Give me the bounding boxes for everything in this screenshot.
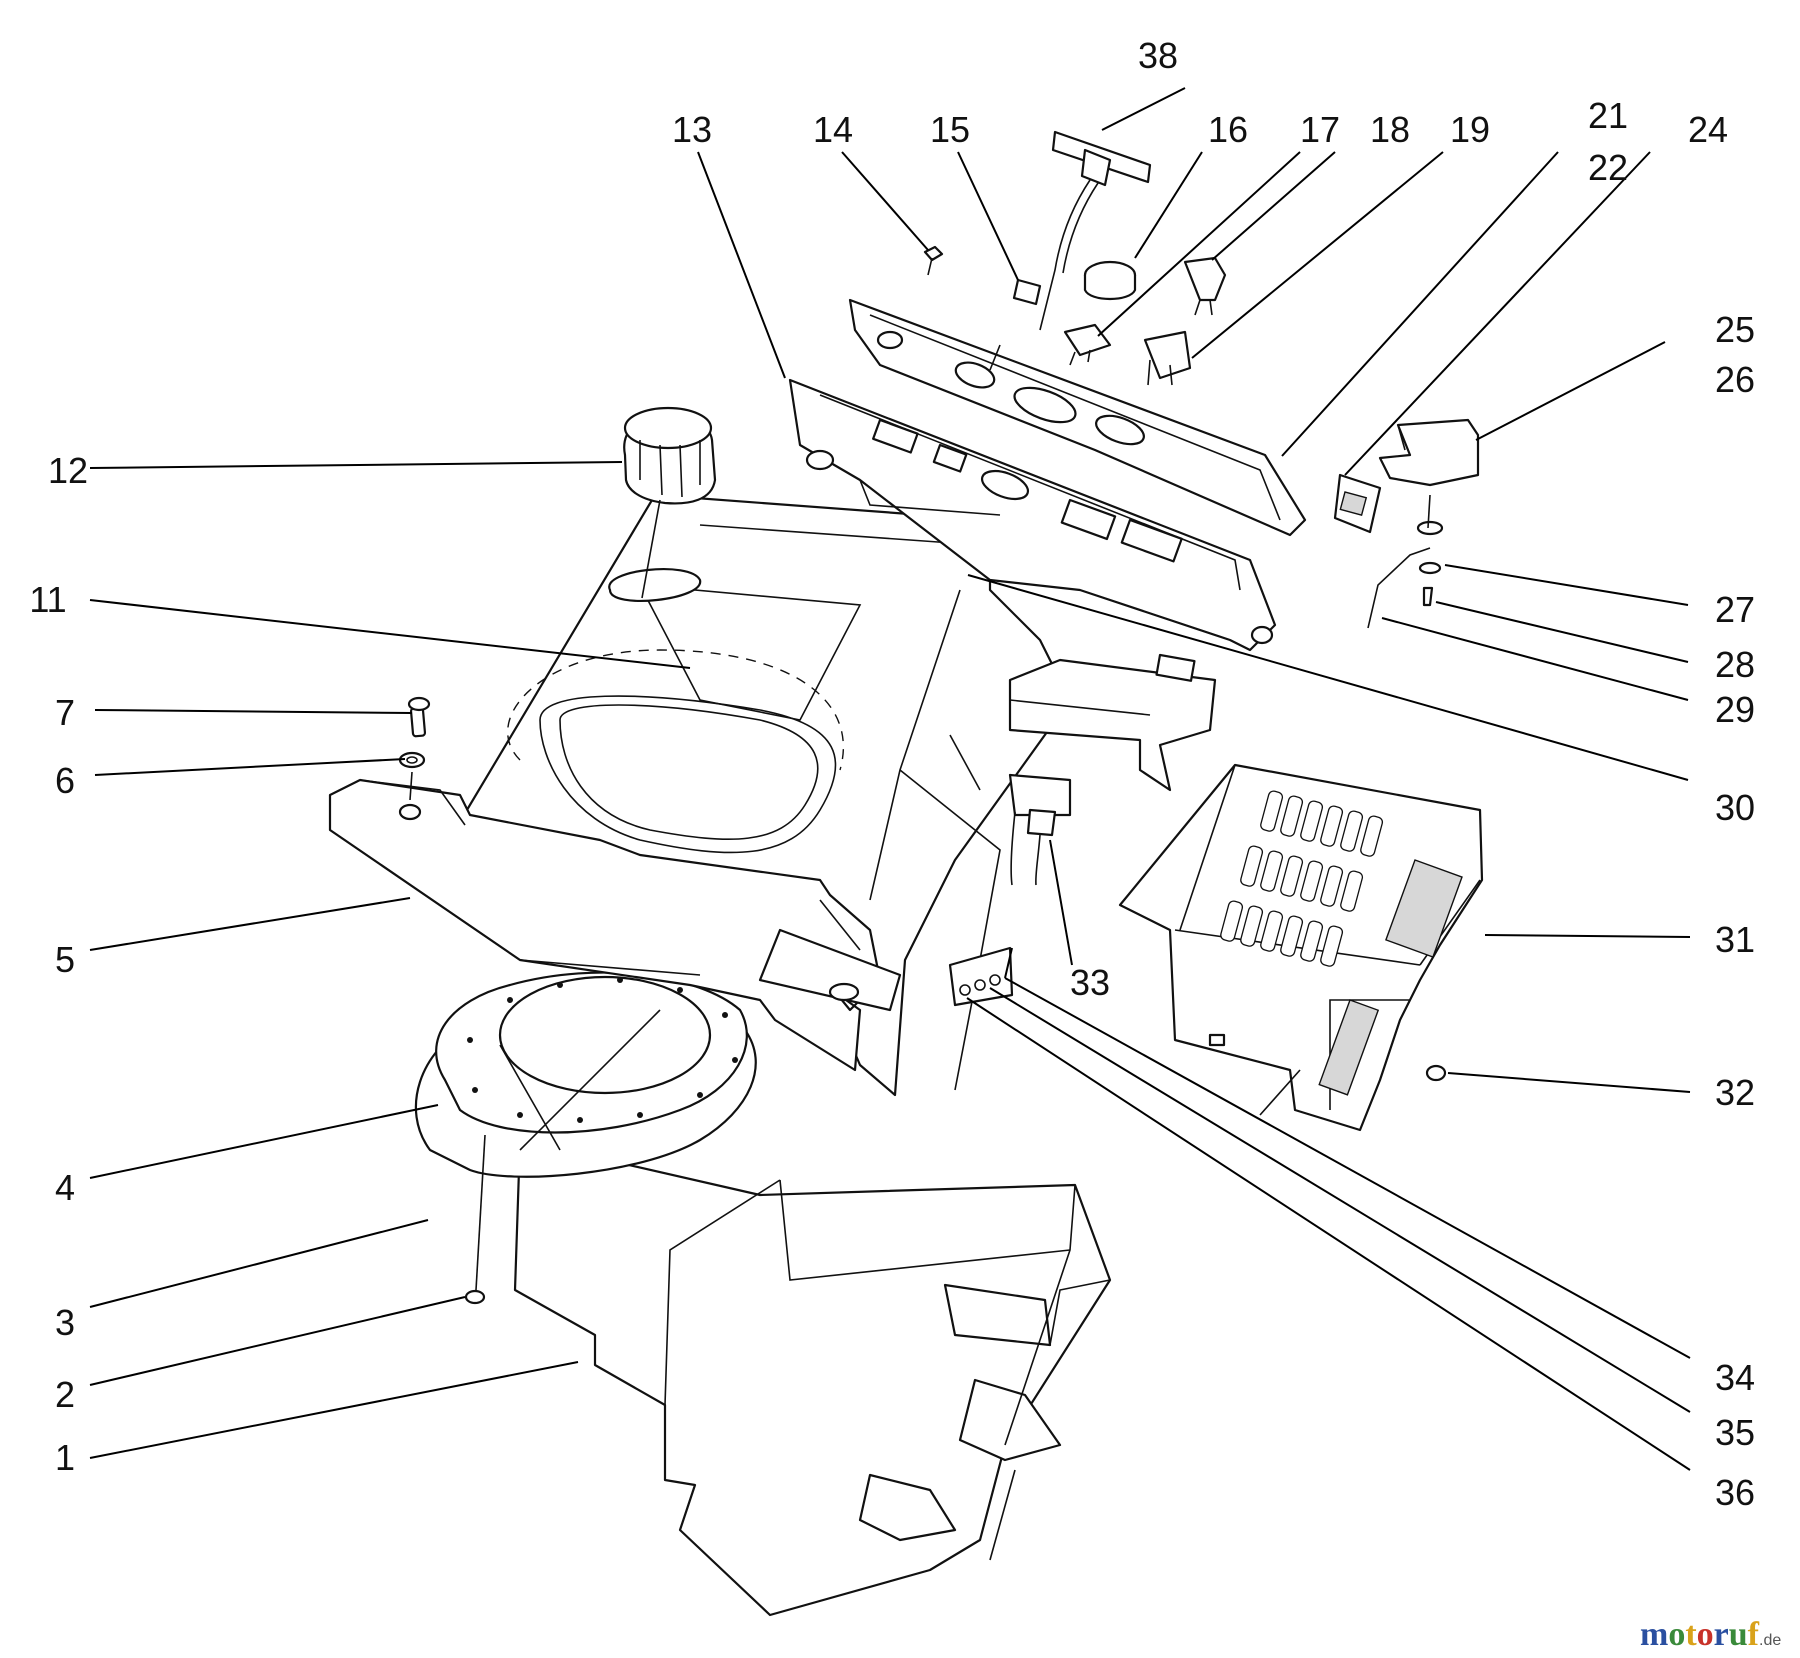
callout-21: 21 — [1588, 95, 1628, 136]
callout-27: 27 — [1715, 589, 1755, 630]
watermark-letter-m: m — [1640, 1616, 1668, 1653]
callout-22: 22 — [1588, 147, 1628, 188]
callout-26: 26 — [1715, 359, 1755, 400]
watermark-letter-f: f — [1748, 1616, 1760, 1653]
rocker-18 — [1183, 256, 1227, 316]
handle-cover-24 — [1378, 418, 1480, 487]
callout-19: 19 — [1450, 109, 1490, 150]
switch-17 — [1063, 323, 1112, 366]
dash-console — [788, 378, 1277, 652]
callout-18: 18 — [1370, 109, 1410, 150]
main-housing — [453, 493, 1217, 1097]
mounting-plate-ring — [435, 971, 748, 1151]
connector-22 — [1333, 473, 1382, 534]
callout-11: 11 — [29, 579, 66, 620]
watermark-letter-o2: o — [1697, 1616, 1714, 1653]
watermark-logo: motoruf.de — [1640, 1616, 1781, 1653]
callout-3: 3 — [55, 1302, 75, 1343]
callout-5: 5 — [55, 939, 75, 980]
grommet — [1012, 278, 1042, 306]
callout-12: 12 — [48, 450, 88, 491]
rod-assembly — [1367, 494, 1444, 629]
callout-14: 14 — [813, 109, 853, 150]
callout-25: 25 — [1715, 309, 1755, 350]
mounting-holes — [467, 977, 738, 1123]
choke-knob — [1083, 260, 1137, 300]
callout-38: 38 — [1138, 35, 1178, 76]
callout-31: 31 — [1715, 919, 1755, 960]
receptacle-19 — [1143, 330, 1192, 386]
watermark-letter-o: o — [1668, 1616, 1685, 1653]
callout-6: 6 — [55, 760, 75, 801]
ignition-key — [1039, 130, 1152, 331]
screw-and-washer — [398, 696, 431, 801]
callout-29: 29 — [1715, 689, 1755, 730]
watermark-letter-r: r — [1714, 1616, 1729, 1653]
watermark-suffix: .de — [1759, 1632, 1781, 1649]
callout-36: 36 — [1715, 1472, 1755, 1513]
alignment-line — [475, 1134, 486, 1291]
callout-16: 16 — [1208, 109, 1248, 150]
callout-35: 35 — [1715, 1412, 1755, 1453]
nut — [464, 1289, 486, 1305]
watermark-letter-t: t — [1685, 1616, 1697, 1653]
callout-13: 13 — [672, 109, 712, 150]
callout-28: 28 — [1715, 644, 1755, 685]
engine-cover — [1118, 763, 1484, 1132]
watermark-letter-u: u — [1729, 1616, 1748, 1653]
parts-artwork — [328, 130, 1484, 1617]
callout-labels: 1 2 3 4 5 6 7 11 12 13 14 15 16 17 18 19… — [29, 35, 1755, 1513]
callout-34: 34 — [1715, 1357, 1755, 1398]
cover-vents — [1220, 790, 1463, 1096]
svg-text:motoruf.de: motoruf.de — [1640, 1616, 1781, 1653]
callout-1: 1 — [55, 1437, 75, 1478]
front-panel — [328, 778, 902, 1072]
callout-17: 17 — [1300, 109, 1340, 150]
callout-33: 33 — [1070, 962, 1110, 1003]
callout-4: 4 — [55, 1167, 75, 1208]
cable-bracket — [948, 946, 1014, 1007]
callout-7: 7 — [55, 692, 75, 733]
wiring-plug — [1008, 773, 1072, 886]
screw-14 — [923, 245, 944, 276]
callout-30: 30 — [1715, 787, 1755, 828]
fuel-cap — [623, 406, 717, 599]
bezel-panel — [848, 298, 1307, 537]
callout-2: 2 — [55, 1374, 75, 1415]
callout-15: 15 — [930, 109, 970, 150]
callout-32: 32 — [1715, 1072, 1755, 1113]
callout-24: 24 — [1688, 109, 1728, 150]
lower-shroud — [513, 1138, 1112, 1617]
leader-lines — [89, 87, 1691, 1471]
